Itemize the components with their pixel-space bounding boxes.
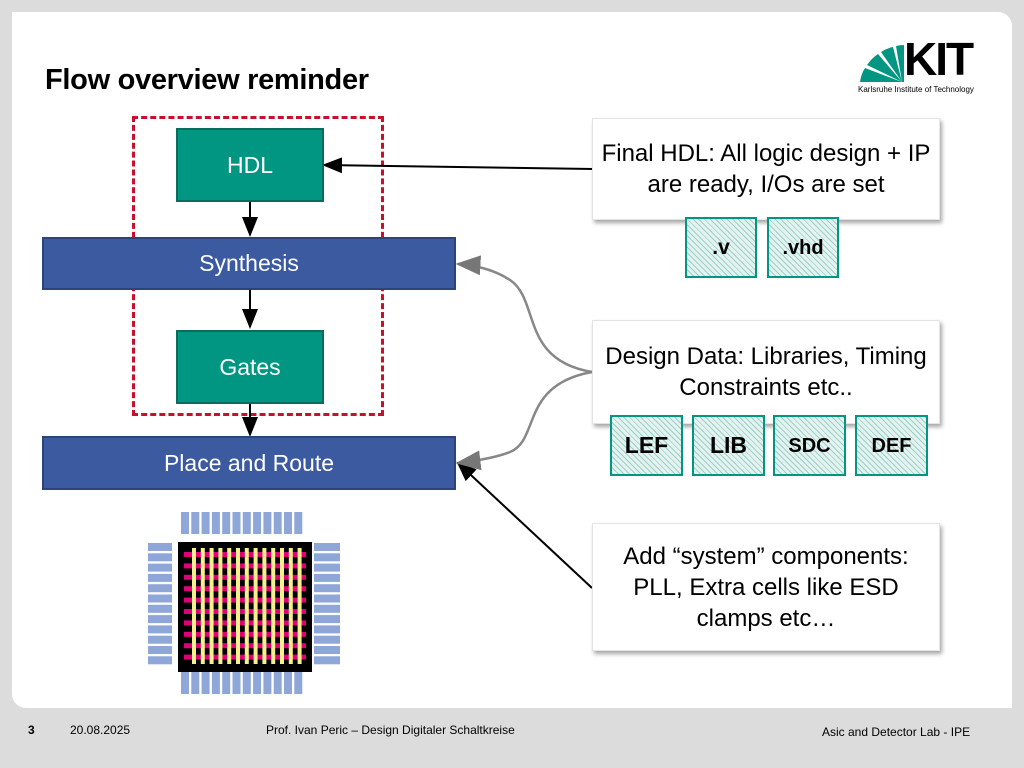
chip-col-yellow	[200, 548, 205, 664]
design-data-note: Design Data: Libraries, Timing Constrain…	[592, 320, 940, 424]
chip-pin-top	[273, 512, 282, 534]
chip-pin-right	[314, 646, 340, 654]
chip-pin-top	[284, 512, 292, 534]
chip-pin-top	[191, 512, 200, 534]
chip-pin-left	[148, 553, 172, 562]
synthesis-box: Synthesis	[42, 237, 456, 290]
hdl-box: HDL	[176, 128, 324, 202]
file-tag-lef: LEF	[610, 415, 683, 476]
chip-col-yellow	[297, 548, 302, 664]
chip-pin-right	[314, 625, 340, 634]
chip-col-yellow	[192, 548, 196, 664]
chip-col-yellow	[236, 548, 240, 664]
chip-pin-top	[211, 512, 220, 534]
chip-pin-right	[314, 553, 340, 562]
chip-pin-right	[314, 563, 340, 572]
chip-pin-top	[253, 512, 262, 534]
chip-col-yellow	[227, 548, 232, 664]
chip-pin-bottom	[211, 672, 220, 694]
chip-pin-top	[201, 512, 210, 534]
chip-pin-left	[148, 573, 172, 582]
chip-pin-bottom	[284, 672, 292, 694]
chip-pin-left	[148, 625, 172, 634]
chip-pin-bottom	[201, 672, 210, 694]
chip-pin-right	[314, 635, 340, 644]
chip-col-yellow	[253, 548, 258, 664]
chip-col-yellow	[244, 548, 249, 664]
chip-pin-top	[181, 512, 189, 534]
file-tag-sdc: SDC	[773, 415, 846, 476]
system-components-note: Add “system” components: PLL, Extra cell…	[592, 523, 940, 651]
chip-pin-right	[314, 573, 340, 582]
page-number: 3	[28, 723, 35, 737]
kit-logo-subtitle: Karlsruhe Institute of Technology	[858, 85, 974, 94]
chip-pin-bottom	[242, 672, 251, 694]
kit-logo-icon	[860, 45, 904, 82]
file-tag-v: .v	[685, 217, 757, 278]
chip-layout-illustration	[148, 512, 340, 694]
final-hdl-note: Final HDL: All logic design + IP are rea…	[592, 118, 940, 220]
chip-pin-bottom	[181, 672, 189, 694]
chip-pin-left	[148, 656, 172, 665]
file-tag-def: DEF	[855, 415, 928, 476]
page-title: Flow overview reminder	[45, 64, 369, 96]
chip-pin-bottom	[232, 672, 241, 694]
chip-pin-bottom	[263, 672, 272, 694]
chip-col-yellow	[209, 548, 214, 664]
footer-date: 20.08.2025	[70, 723, 131, 737]
chip-col-yellow	[218, 548, 223, 664]
kit-logo-text: KIT	[904, 33, 974, 85]
chip-pin-right	[314, 584, 340, 593]
chip-pin-left	[148, 604, 172, 613]
chip-pin-top	[222, 512, 231, 534]
chip-pin-left	[148, 584, 172, 593]
chip-col-yellow	[262, 548, 267, 664]
footer-author: Prof. Ivan Peric – Design Digitaler Scha…	[266, 723, 515, 737]
place-and-route-box: Place and Route	[42, 436, 456, 490]
chip-pin-top	[294, 512, 303, 534]
chip-pin-bottom	[294, 672, 303, 694]
kit-logo: KIT Karlsruhe Institute of Technology	[858, 33, 984, 96]
chip-pin-right	[314, 543, 340, 551]
chip-pin-right	[314, 594, 340, 603]
chip-pin-top	[263, 512, 272, 534]
chip-pin-left	[148, 635, 172, 644]
chip-pin-left	[148, 563, 172, 572]
chip-pin-bottom	[222, 672, 231, 694]
gates-box: Gates	[176, 330, 324, 404]
file-tag-vhd: .vhd	[767, 217, 839, 278]
chip-pin-left	[148, 646, 172, 654]
chip-pin-bottom	[253, 672, 262, 694]
chip-pin-left	[148, 543, 172, 551]
chip-pin-bottom	[273, 672, 282, 694]
chip-pin-right	[314, 615, 340, 624]
chip-pin-left	[148, 615, 172, 624]
footer-lab: Asic and Detector Lab - IPE	[822, 725, 971, 739]
chip-pin-top	[242, 512, 251, 534]
chip-pin-right	[314, 656, 340, 665]
file-tag-lib: LIB	[692, 415, 765, 476]
chip-pin-right	[314, 604, 340, 613]
chip-pin-left	[148, 594, 172, 603]
chip-col-yellow	[288, 548, 293, 664]
chip-pin-bottom	[191, 672, 200, 694]
chip-col-yellow	[280, 548, 284, 664]
chip-pin-top	[232, 512, 241, 534]
chip-col-yellow	[271, 548, 276, 664]
